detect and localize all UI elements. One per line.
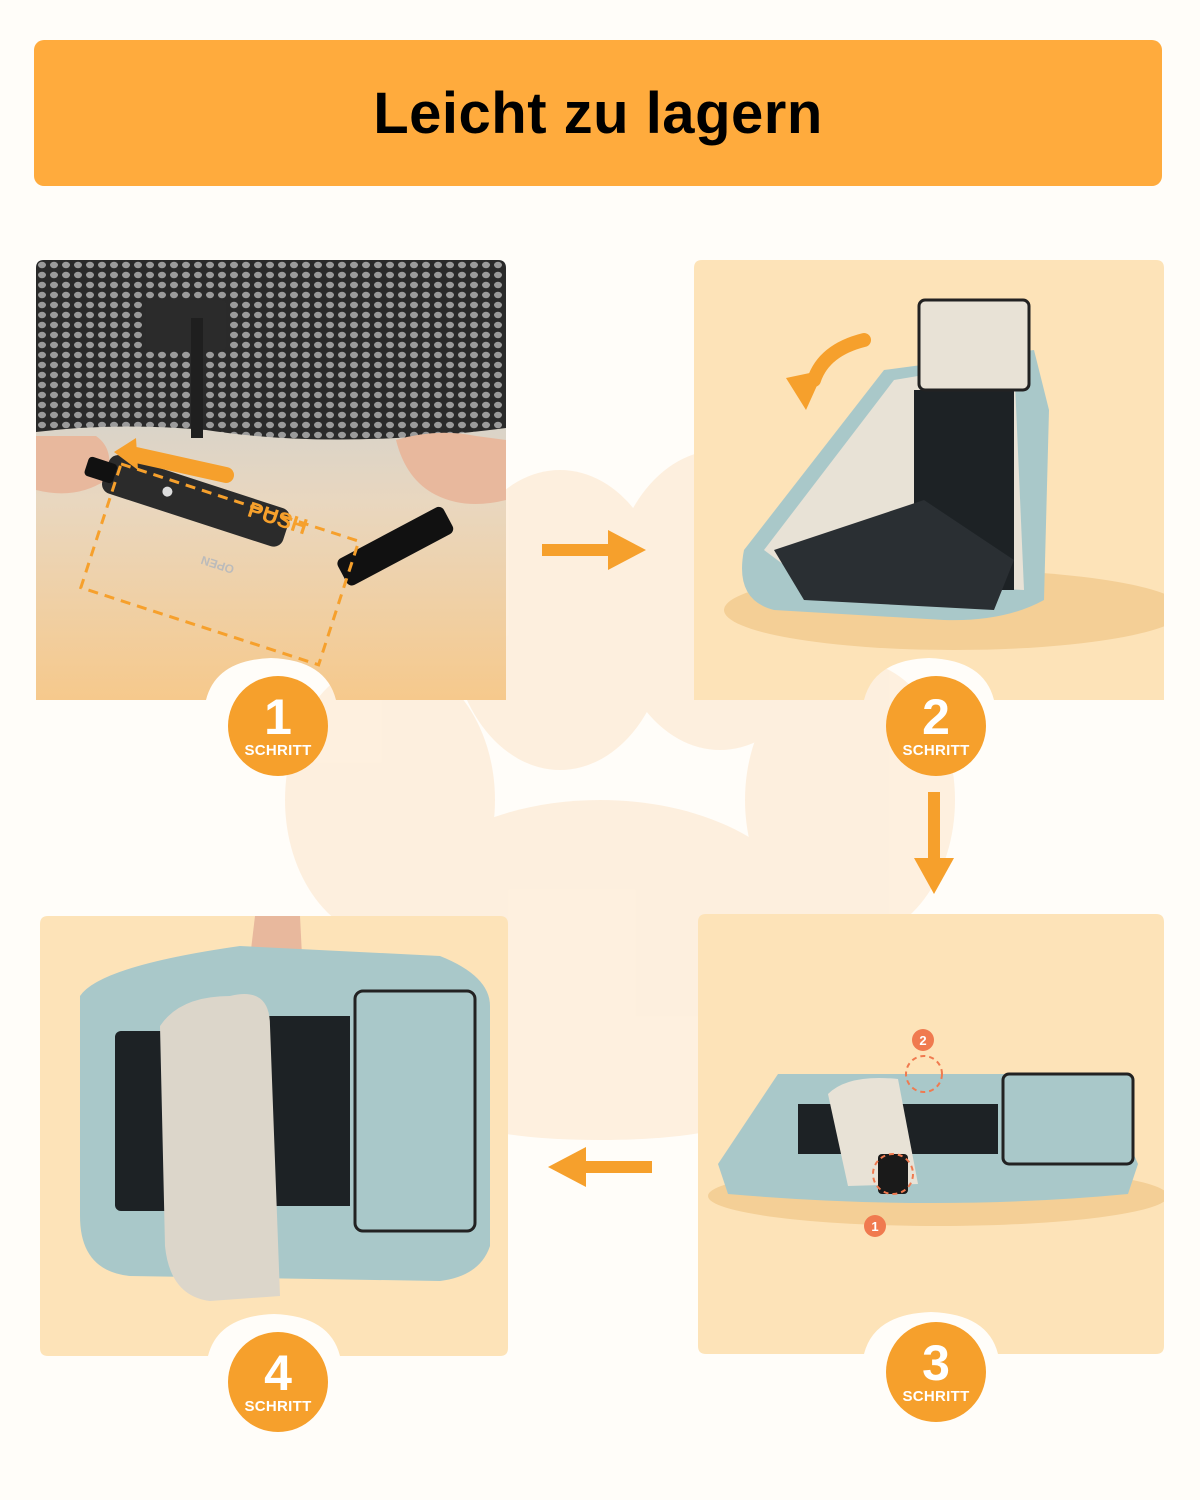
step-1-number: 1: [264, 688, 292, 745]
step-3-badge: 3 SCHRITT: [886, 1322, 986, 1422]
step-4-badge: 4 SCHRITT: [228, 1332, 328, 1432]
title-banner: Leicht zu lagern: [34, 40, 1162, 186]
step-3-label: SCHRITT: [902, 1387, 970, 1405]
step-2-badge: 2 SCHRITT: [886, 676, 986, 776]
step-1-image: PUSH OPEN: [36, 260, 506, 700]
step-3-number: 3: [922, 1334, 950, 1391]
callout-1: 1: [871, 1219, 878, 1234]
arrow-down-icon: [914, 792, 954, 894]
step-4-image: [40, 916, 508, 1356]
step-2-image: [694, 260, 1164, 700]
arrow-right-icon: [542, 530, 646, 570]
step-2-number: 2: [922, 688, 950, 745]
step-3-panel: 2 1: [698, 914, 1164, 1354]
arrow-left-icon: [548, 1147, 652, 1187]
step-1-label: SCHRITT: [244, 741, 312, 759]
step-4-label: SCHRITT: [244, 1397, 312, 1415]
callout-2: 2: [919, 1033, 926, 1048]
step-3-image: 2 1: [698, 914, 1164, 1354]
step-1-panel: PUSH OPEN: [36, 260, 506, 700]
step-2-panel: [694, 260, 1164, 700]
step-2-label: SCHRITT: [902, 741, 970, 759]
step-4-number: 4: [264, 1344, 292, 1401]
step-1-badge: 1 SCHRITT: [228, 676, 328, 776]
page-title: Leicht zu lagern: [373, 80, 823, 146]
step-4-panel: [40, 916, 508, 1356]
